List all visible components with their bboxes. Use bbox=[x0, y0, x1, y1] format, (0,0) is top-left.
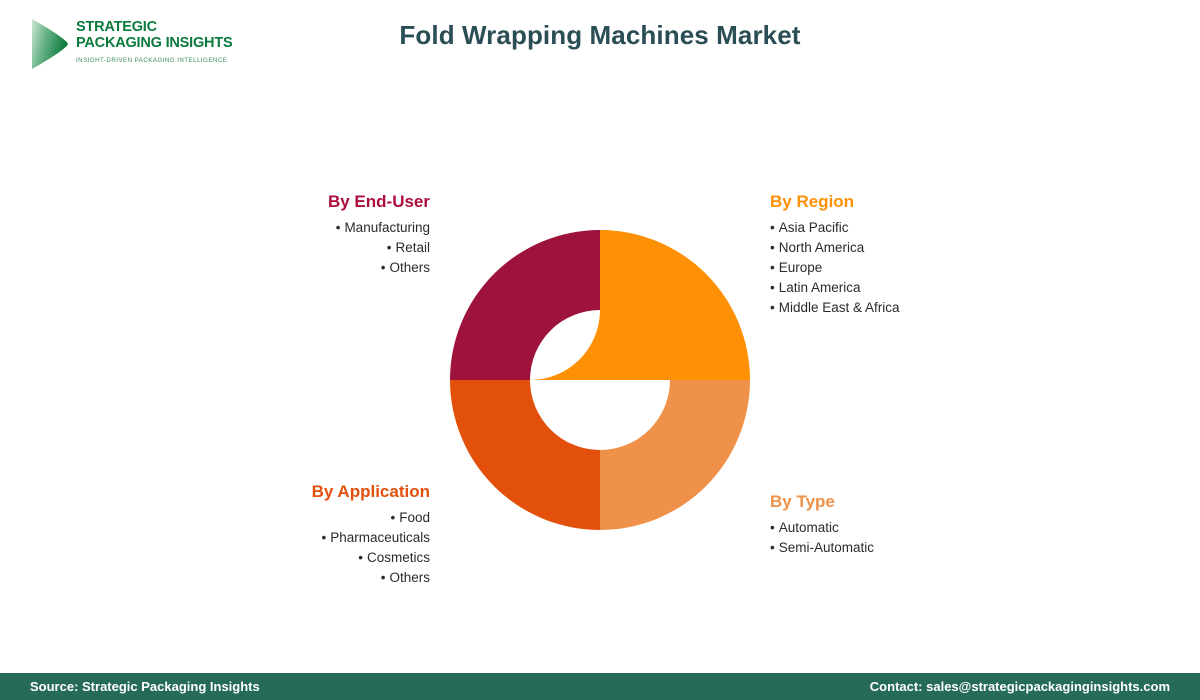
list-item: •Retail bbox=[386, 240, 430, 255]
donut-slice-type bbox=[600, 380, 750, 530]
segment-type-title: By Type bbox=[770, 492, 835, 511]
list-item: •Cosmetics bbox=[358, 550, 430, 565]
segment-end-user-title: By End-User bbox=[327, 192, 430, 211]
list-item: •Manufacturing bbox=[335, 220, 430, 235]
bullet-icon: • bbox=[770, 540, 775, 555]
list-item: •Middle East & Africa bbox=[770, 300, 900, 315]
bullet-icon: • bbox=[770, 220, 775, 235]
donut-slice-application bbox=[450, 380, 600, 530]
list-item: •Asia Pacific bbox=[770, 220, 849, 235]
segment-application-title: By Application bbox=[311, 482, 430, 501]
donut-chart bbox=[450, 230, 750, 530]
bullet-icon: • bbox=[386, 240, 392, 255]
bullet-icon: • bbox=[770, 240, 775, 255]
donut-slice-region bbox=[530, 230, 750, 380]
logo-line-1: STRATEGIC bbox=[76, 19, 157, 35]
bullet-icon: • bbox=[380, 260, 386, 275]
footer-bar: Source: Strategic Packaging Insights Con… bbox=[0, 673, 1200, 700]
footer-source: Source: Strategic Packaging Insights bbox=[30, 679, 260, 694]
list-item: •Semi-Automatic bbox=[770, 540, 875, 555]
list-item: •Food bbox=[390, 510, 430, 525]
segment-application-list: •Food •Pharmaceuticals •Cosmetics •Others bbox=[230, 508, 430, 588]
list-item: •Others bbox=[380, 260, 430, 275]
logo-tagline: INSIGHT-DRIVEN PACKAGING INTELLIGENCE bbox=[76, 57, 228, 64]
footer-contact[interactable]: Contact: sales@strategicpackaginginsight… bbox=[869, 679, 1170, 694]
segment-region-list: •Asia Pacific •North America •Europe •Latin… bbox=[770, 218, 970, 318]
segment-region: By Region •Asia Pacific •North America •Eu… bbox=[770, 192, 970, 318]
bullet-icon: • bbox=[390, 510, 396, 525]
segment-end-user: By End-User •Manufacturing •Retail •Others bbox=[326, 192, 430, 278]
list-item: •Pharmaceuticals bbox=[321, 530, 430, 545]
donut-chart-svg bbox=[450, 230, 750, 530]
segment-application: By Application •Food •Pharmaceuticals •Cos… bbox=[230, 482, 430, 588]
list-item: •Others bbox=[380, 570, 430, 585]
list-item: •North America bbox=[770, 240, 865, 255]
logo-wordmark: STRATEGIC PACKAGING INSIGHTS INSIGHT-DRI… bbox=[76, 19, 233, 64]
donut-slice-end-user bbox=[450, 230, 600, 380]
list-item: •Automatic bbox=[770, 520, 839, 535]
bullet-icon: • bbox=[335, 220, 341, 235]
bullet-icon: • bbox=[770, 520, 775, 535]
logo-line-2: PACKAGING INSIGHTS bbox=[76, 35, 233, 51]
bullet-icon: • bbox=[321, 530, 327, 545]
segment-type: By Type •Automatic •Semi-Automatic bbox=[770, 492, 970, 558]
segment-end-user-list: •Manufacturing •Retail •Others bbox=[326, 218, 430, 278]
bullet-icon: • bbox=[770, 300, 775, 315]
list-item: •Europe bbox=[770, 260, 823, 275]
segment-type-list: •Automatic •Semi-Automatic bbox=[770, 518, 970, 558]
green-chevron-icon bbox=[32, 19, 68, 69]
page-title: Fold Wrapping Machines Market bbox=[399, 20, 801, 50]
bullet-icon: • bbox=[770, 260, 775, 275]
bullet-icon: • bbox=[380, 570, 386, 585]
bullet-icon: • bbox=[358, 550, 363, 565]
company-logo: STRATEGIC PACKAGING INSIGHTS INSIGHT-DRI… bbox=[28, 14, 233, 76]
segment-region-title: By Region bbox=[770, 192, 855, 211]
list-item: •Latin America bbox=[770, 280, 861, 295]
bullet-icon: • bbox=[770, 280, 775, 295]
